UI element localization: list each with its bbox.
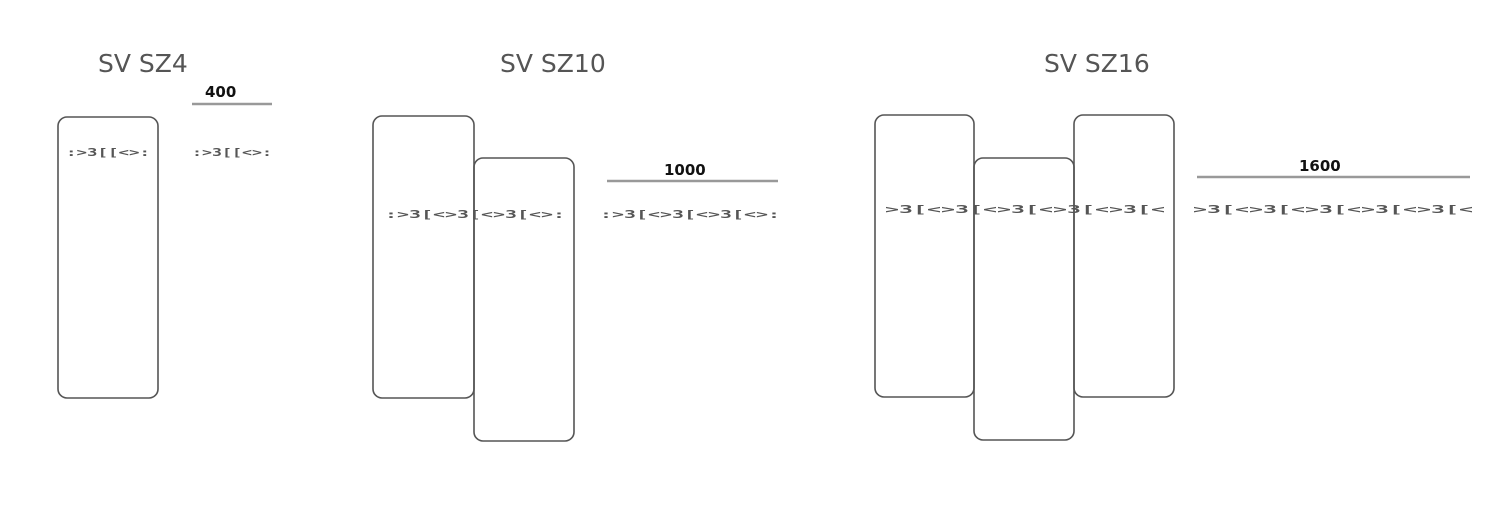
segment-sequence: :>3[<>3[<>3[<>:	[385, 208, 565, 221]
panel-title: SV SZ16	[1044, 49, 1150, 78]
panel-title: SV SZ10	[500, 49, 606, 78]
length-label: 1600	[1299, 157, 1341, 175]
segment-box	[57, 116, 159, 399]
length-label: 400	[205, 83, 236, 101]
segment-box	[973, 157, 1075, 441]
panel-sz10: SV SZ10 :>3[<>3[<>3[<>: 1000 :>3[<>3[<>3…	[372, 49, 780, 442]
segment-sequence: >3[<>3[<>3[<>3[<>3[<	[885, 203, 1166, 216]
full-sequence: :>3[[<>:	[192, 146, 272, 159]
segment-box	[473, 157, 575, 442]
segment-box	[1073, 114, 1175, 398]
segment-sequence: :>3[[<>:	[66, 146, 150, 159]
segment-box	[372, 115, 475, 399]
panel-sz4: SV SZ4 :>3[[<>: 400 :>3[[<>:	[57, 49, 272, 399]
panel-sz16: SV SZ16 >3[<>3[<>3[<>3[<>3[< 1600 >3[<>3…	[874, 49, 1474, 441]
full-sequence: :>3[<>3[<>3[<>:	[600, 208, 780, 221]
panel-title: SV SZ4	[98, 49, 188, 78]
length-label: 1000	[664, 161, 706, 179]
segment-box	[874, 114, 975, 398]
full-sequence: >3[<>3[<>3[<>3[<>3[<	[1193, 203, 1474, 216]
